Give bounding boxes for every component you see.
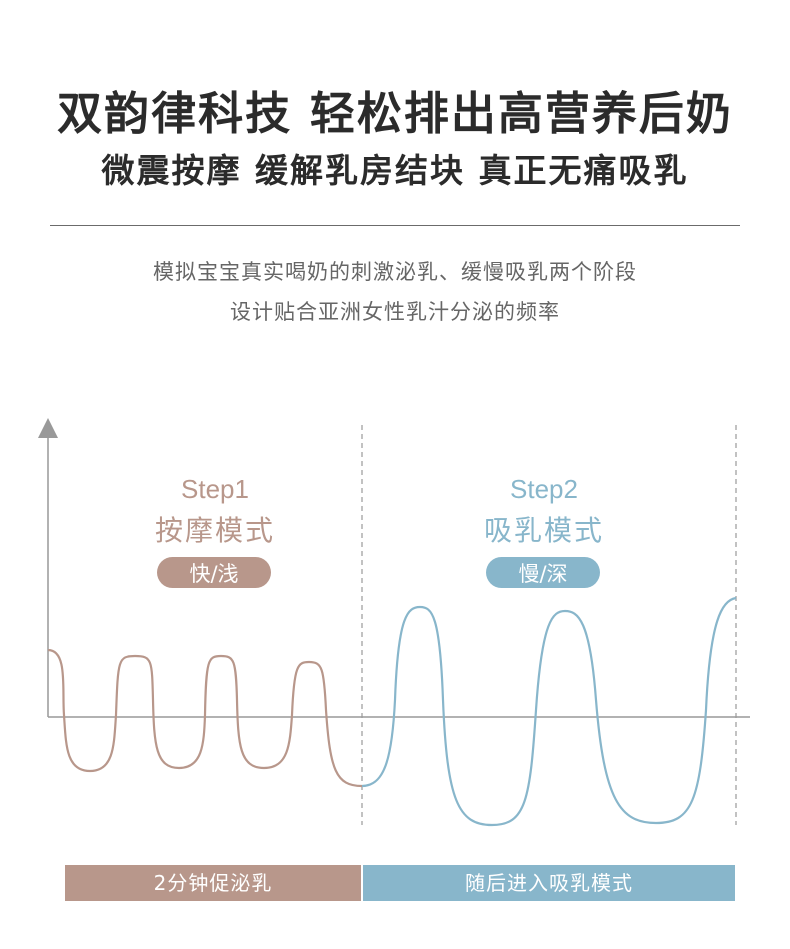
step1-badge [157, 557, 271, 588]
description-line-2: 设计贴合亚洲女性乳汁分泌的频率 [230, 300, 560, 324]
step2-mode: 吸乳模式 [484, 514, 604, 547]
page-subtitle: 微震按摩 缓解乳房结块 真正无痛吸乳 [101, 151, 689, 190]
suction-wave [361, 596, 737, 827]
timeline-suction-bar: 随后进入吸乳模式 [363, 865, 735, 901]
timeline-massage-bar: 2分钟促泌乳 [65, 865, 361, 901]
step2-badge-text: 慢/深 [518, 562, 567, 586]
step1-label: Step1 [181, 474, 249, 504]
step2-label: Step2 [510, 474, 578, 504]
massage-wave [47, 648, 363, 788]
step1-mode: 按摩模式 [155, 514, 275, 547]
y-axis-arrow [38, 418, 58, 438]
step1-badge-text: 快/浅 [189, 562, 238, 586]
step2-badge [486, 557, 600, 588]
description-line-1: 模拟宝宝真实喝奶的刺激泌乳、缓慢吸乳两个阶段 [153, 260, 637, 284]
divider [50, 225, 740, 226]
page-title: 双韵律科技 轻松排出高营养后奶 [57, 87, 733, 140]
